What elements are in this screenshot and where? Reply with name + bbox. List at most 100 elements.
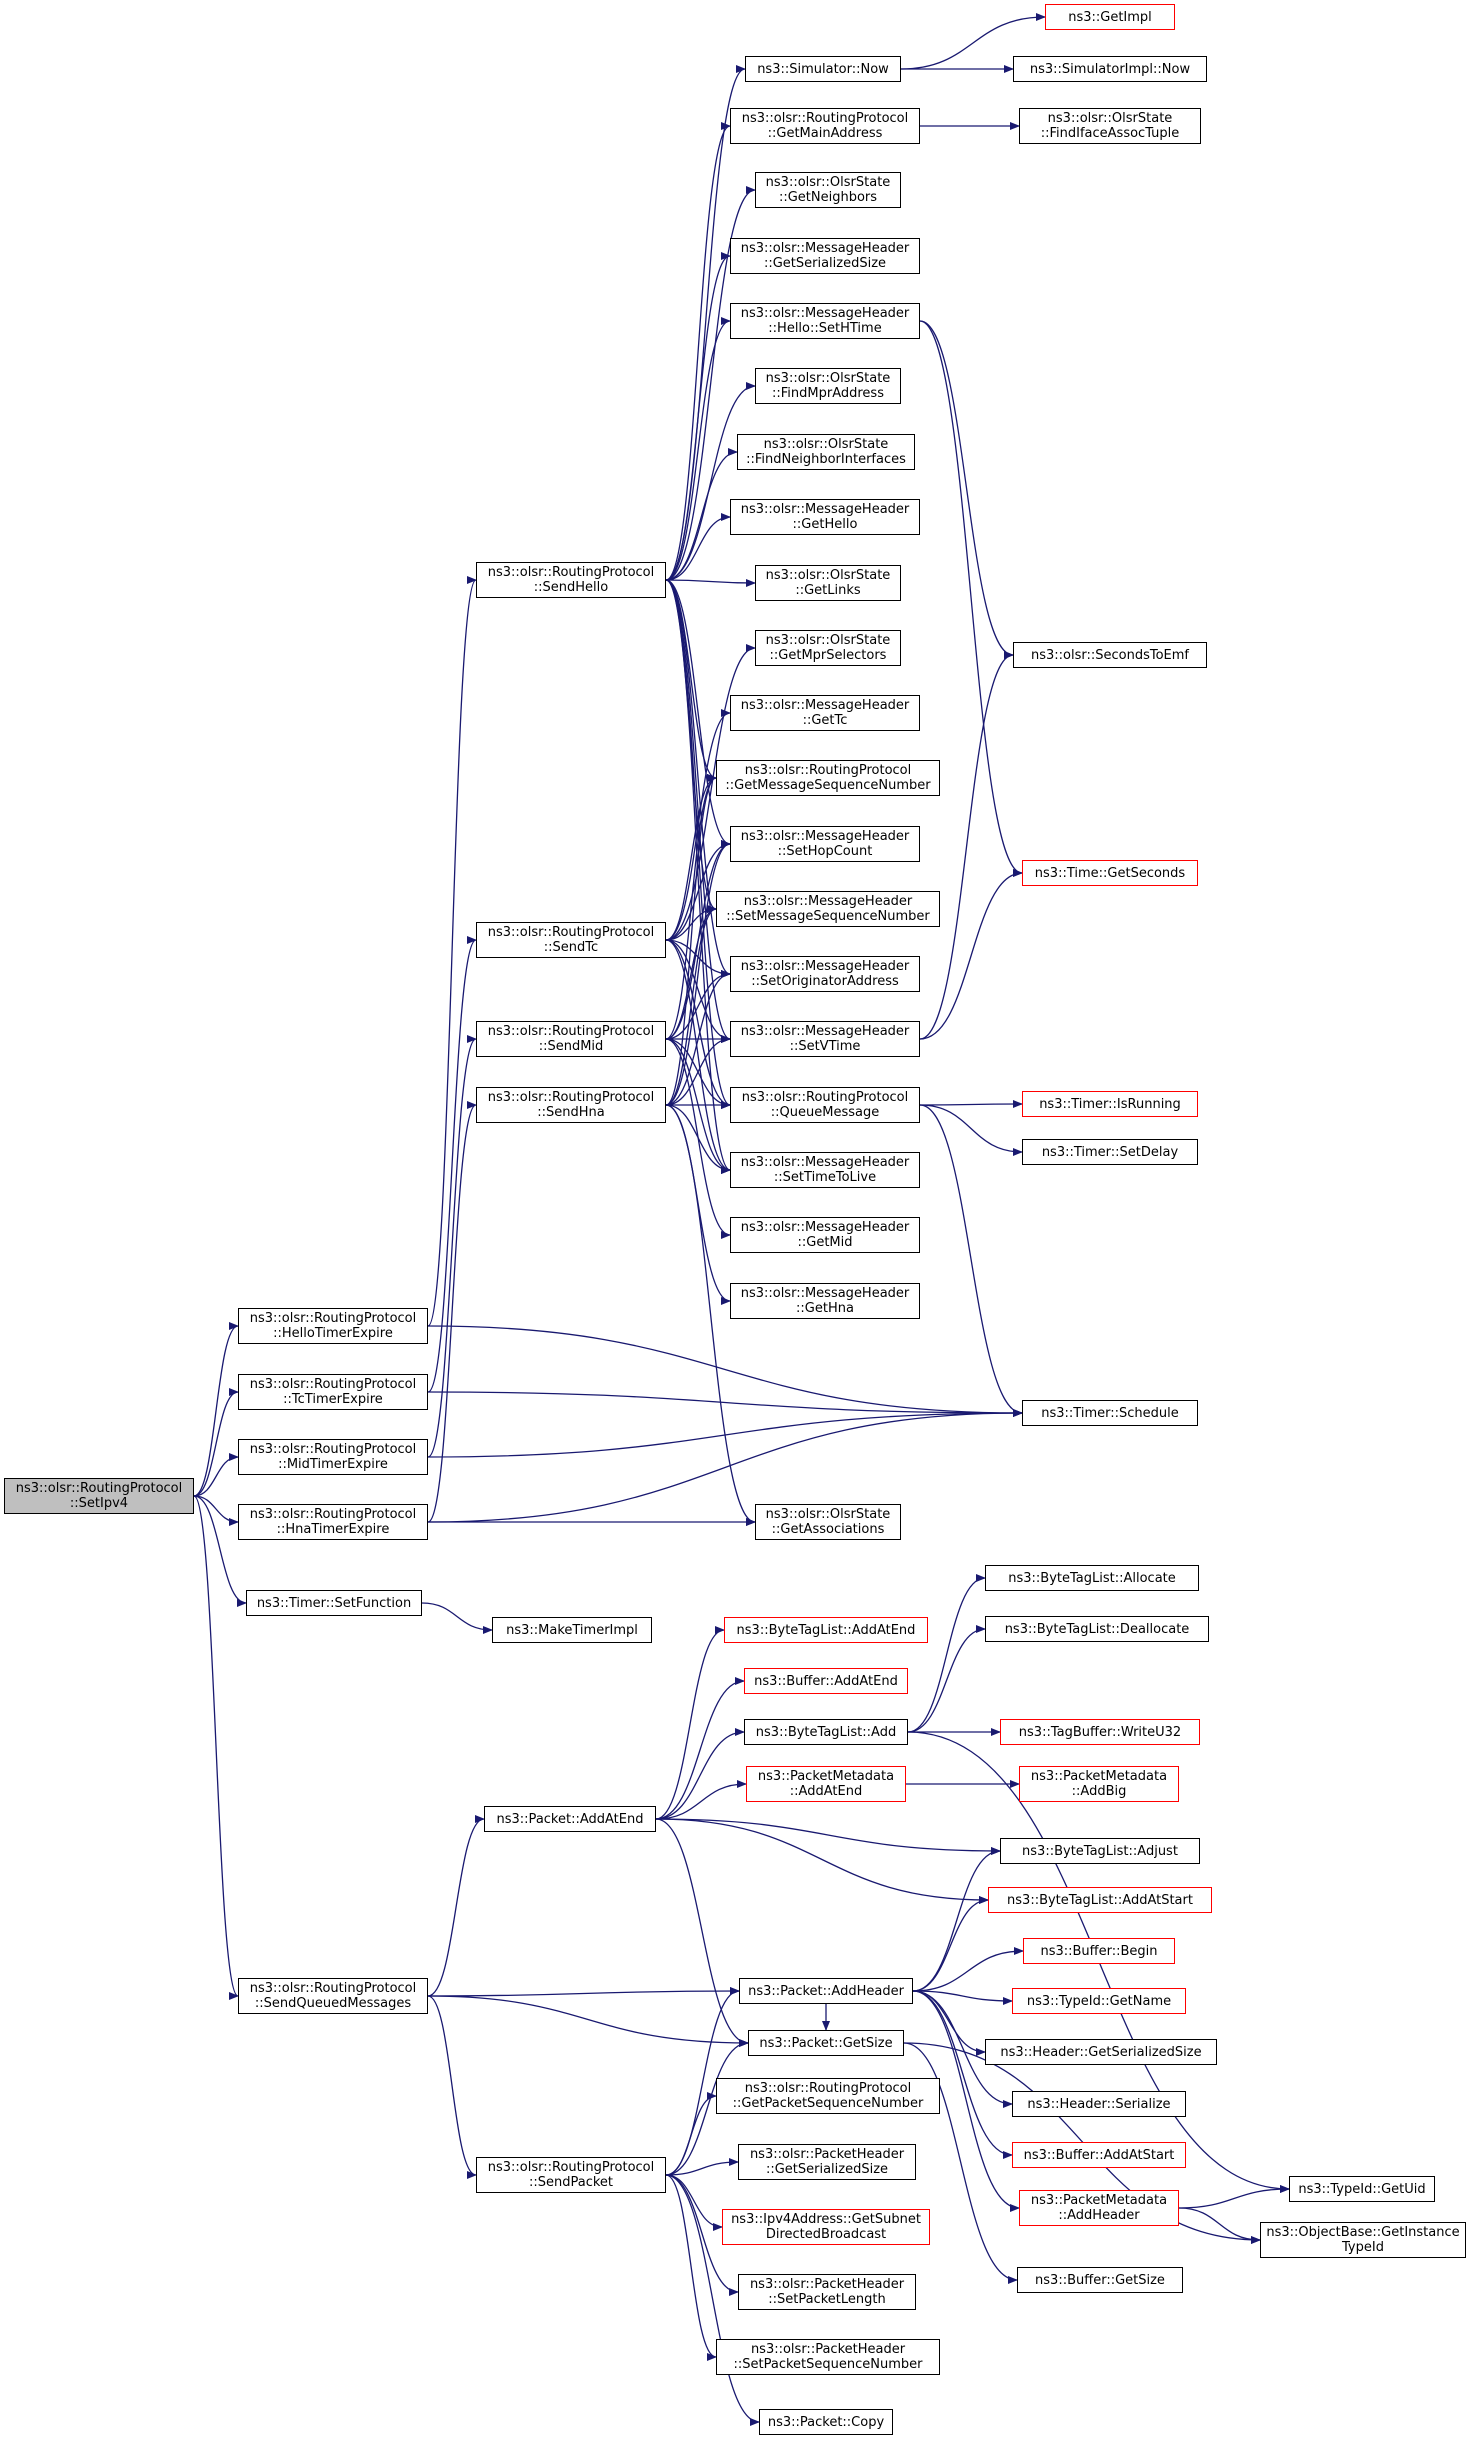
function-node-setpktlen[interactable]: ns3::olsr::PacketHeader::SetPacketLength (738, 2274, 916, 2310)
function-node-buf-getsize[interactable]: ns3::Buffer::GetSize (1017, 2267, 1183, 2293)
function-node-getassoc[interactable]: ns3::olsr::OlsrState::GetAssociations (755, 1504, 901, 1540)
function-node-findmpr[interactable]: ns3::olsr::OlsrState::FindMprAddress (755, 368, 901, 404)
function-node-getsersize[interactable]: ns3::olsr::MessageHeader::GetSerializedS… (730, 238, 920, 274)
function-node-mid-exp[interactable]: ns3::olsr::RoutingProtocol::MidTimerExpi… (238, 1439, 428, 1475)
function-node-getmsgseq[interactable]: ns3::olsr::RoutingProtocol::GetMessageSe… (716, 760, 940, 796)
function-node-bt-adjust[interactable]: ns3::ByteTagList::Adjust (1000, 1838, 1200, 1864)
function-node-sethtime[interactable]: ns3::olsr::MessageHeader::Hello::SetHTim… (730, 303, 920, 339)
function-node-hello-exp[interactable]: ns3::olsr::RoutingProtocol::HelloTimerEx… (238, 1308, 428, 1344)
function-node-label: ns3::olsr::MessageHeader (740, 698, 910, 713)
function-node-root[interactable]: ns3::olsr::RoutingProtocol::SetIpv4 (4, 1478, 194, 1514)
function-node-getmainaddr[interactable]: ns3::olsr::RoutingProtocol::GetMainAddre… (730, 108, 920, 144)
function-node-typeid-getuid[interactable]: ns3::TypeId::GetUid (1289, 2176, 1435, 2202)
function-node-setpktseq[interactable]: ns3::olsr::PacketHeader::SetPacketSequen… (716, 2339, 940, 2375)
function-node-getsize[interactable]: ns3::Packet::GetSize (748, 2030, 904, 2056)
function-node-label: ns3::olsr::MessageHeader (740, 1155, 910, 1170)
function-node-setdelay[interactable]: ns3::Timer::SetDelay (1022, 1139, 1198, 1165)
function-node-gethna[interactable]: ns3::olsr::MessageHeader::GetHna (730, 1283, 920, 1319)
edge-queuemsg-to-isrunning (919, 1100, 1023, 1109)
function-node-sendhna[interactable]: ns3::olsr::RoutingProtocol::SendHna (476, 1087, 666, 1123)
function-node-schedule[interactable]: ns3::Timer::Schedule (1022, 1400, 1198, 1426)
function-node-bt-addatend[interactable]: ns3::ByteTagList::AddAtEnd (724, 1617, 928, 1643)
edge-sendpacket-to-getpktseq (665, 2092, 717, 2176)
function-node-label: ns3::ByteTagList::AddAtStart (1007, 1892, 1193, 1908)
function-node-label: ns3::olsr::RoutingProtocol (744, 763, 912, 778)
function-node-ph-getsersize[interactable]: ns3::olsr::PacketHeader::GetSerializedSi… (738, 2144, 916, 2180)
function-node-secstoemf[interactable]: ns3::olsr::SecondsToEmf (1013, 642, 1207, 668)
function-node-sendpacket[interactable]: ns3::olsr::RoutingProtocol::SendPacket (476, 2157, 666, 2193)
function-node-hdr-getsersize[interactable]: ns3::Header::GetSerializedSize (985, 2039, 1217, 2065)
function-node-simnow[interactable]: ns3::Simulator::Now (745, 56, 901, 82)
function-node-label: ns3::olsr::OlsrState (763, 437, 889, 452)
function-node-buf-addatstart[interactable]: ns3::Buffer::AddAtStart (1012, 2142, 1186, 2168)
function-node-pktcopy[interactable]: ns3::Packet::Copy (759, 2409, 893, 2435)
function-node-findneigh[interactable]: ns3::olsr::OlsrState::FindNeighborInterf… (737, 434, 915, 470)
function-node-label: ns3::Buffer::AddAtStart (1023, 2147, 1175, 2163)
function-node-tc-exp[interactable]: ns3::olsr::RoutingProtocol::TcTimerExpir… (238, 1374, 428, 1410)
function-node-hna-exp[interactable]: ns3::olsr::RoutingProtocol::HnaTimerExpi… (238, 1504, 428, 1540)
function-node-getmprsel[interactable]: ns3::olsr::OlsrState::GetMprSelectors (755, 630, 901, 666)
function-node-label: ::SetPacketSequenceNumber (733, 2357, 923, 2372)
function-node-label: ns3::olsr::MessageHeader (740, 241, 910, 256)
function-node-gethello[interactable]: ns3::olsr::MessageHeader::GetHello (730, 499, 920, 535)
function-node-label: ::GetPacketSequenceNumber (732, 2096, 924, 2111)
function-node-setvtime[interactable]: ns3::olsr::MessageHeader::SetVTime (730, 1021, 920, 1057)
function-node-pm-addatend[interactable]: ns3::PacketMetadata::AddAtEnd (746, 1766, 906, 1802)
function-node-label: ns3::olsr::OlsrState (1047, 111, 1173, 126)
function-node-sendqueued[interactable]: ns3::olsr::RoutingProtocol::SendQueuedMe… (238, 1978, 428, 2014)
edge-hello_exp-to-schedule (427, 1325, 1023, 1417)
function-node-label: ::GetMprSelectors (769, 648, 887, 663)
edge-hello_exp-to-sendhello (427, 576, 477, 1327)
function-node-tb-write[interactable]: ns3::TagBuffer::WriteU32 (1000, 1719, 1200, 1745)
function-node-findiface[interactable]: ns3::olsr::OlsrState::FindIfaceAssocTupl… (1019, 108, 1201, 144)
function-node-label: ns3::Timer::Schedule (1041, 1405, 1179, 1421)
function-node-label: ::SetHopCount (777, 844, 873, 859)
function-node-maketimer[interactable]: ns3::MakeTimerImpl (492, 1617, 652, 1643)
function-node-isrunning[interactable]: ns3::Timer::IsRunning (1022, 1091, 1198, 1117)
function-node-bt-dealloc[interactable]: ns3::ByteTagList::Deallocate (985, 1616, 1209, 1642)
function-node-setttl[interactable]: ns3::olsr::MessageHeader::SetTimeToLive (730, 1152, 920, 1188)
function-node-buf-begin[interactable]: ns3::Buffer::Begin (1023, 1938, 1175, 1964)
edge-addheader-to-buf_begin (912, 1947, 1024, 1992)
function-node-bt-addatstart[interactable]: ns3::ByteTagList::AddAtStart (988, 1887, 1212, 1913)
function-node-sethop[interactable]: ns3::olsr::MessageHeader::SetHopCount (730, 826, 920, 862)
function-node-label: ns3::ObjectBase::GetInstance (1266, 2225, 1460, 2240)
function-node-label: ::SetTimeToLive (773, 1170, 877, 1185)
function-node-bt-allocate[interactable]: ns3::ByteTagList::Allocate (985, 1565, 1199, 1591)
function-node-sendmid[interactable]: ns3::olsr::RoutingProtocol::SendMid (476, 1021, 666, 1057)
function-node-setorig[interactable]: ns3::olsr::MessageHeader::SetOriginatorA… (730, 956, 920, 992)
edge-addheader-to-bt_addatstart (912, 1896, 989, 1992)
function-node-getneighbors[interactable]: ns3::olsr::OlsrState::GetNeighbors (755, 172, 901, 208)
function-node-pm-addheader[interactable]: ns3::PacketMetadata::AddHeader (1019, 2190, 1179, 2226)
edge-sendqueued-to-addatend (427, 1815, 485, 1997)
function-node-getmid[interactable]: ns3::olsr::MessageHeader::GetMid (730, 1217, 920, 1253)
function-node-sendtc[interactable]: ns3::olsr::RoutingProtocol::SendTc (476, 922, 666, 958)
function-node-simimplnow[interactable]: ns3::SimulatorImpl::Now (1013, 56, 1207, 82)
function-node-label: ns3::Buffer::Begin (1040, 1943, 1158, 1959)
function-node-label: ::FindNeighborInterfaces (746, 452, 906, 467)
function-node-getpktseq[interactable]: ns3::olsr::RoutingProtocol::GetPacketSeq… (716, 2078, 940, 2114)
function-node-addatend[interactable]: ns3::Packet::AddAtEnd (484, 1806, 656, 1832)
function-node-label: ::GetHna (796, 1301, 854, 1316)
function-node-setmsgseq[interactable]: ns3::olsr::MessageHeader::SetMessageSequ… (716, 891, 940, 927)
function-node-getseconds[interactable]: ns3::Time::GetSeconds (1022, 860, 1198, 886)
function-node-label: ns3::olsr::PacketHeader (750, 2342, 906, 2357)
function-node-queuemsg[interactable]: ns3::olsr::RoutingProtocol::QueueMessage (730, 1087, 920, 1123)
function-node-typeid-getname[interactable]: ns3::TypeId::GetName (1012, 1988, 1186, 2014)
function-node-getimpl[interactable]: ns3::GetImpl (1045, 4, 1175, 30)
function-node-gettc[interactable]: ns3::olsr::MessageHeader::GetTc (730, 695, 920, 731)
function-node-getlinks[interactable]: ns3::olsr::OlsrState::GetLinks (755, 565, 901, 601)
function-node-label: ns3::MakeTimerImpl (506, 1622, 638, 1638)
function-node-setfunc[interactable]: ns3::Timer::SetFunction (246, 1590, 422, 1616)
function-node-hdr-serialize[interactable]: ns3::Header::Serialize (1012, 2091, 1186, 2117)
function-node-addheader[interactable]: ns3::Packet::AddHeader (739, 1978, 913, 2004)
function-node-sendhello[interactable]: ns3::olsr::RoutingProtocol::SendHello (476, 562, 666, 598)
edge-getsize-to-objbase_gettid (903, 2042, 1261, 2244)
function-node-bt-add[interactable]: ns3::ByteTagList::Add (744, 1719, 908, 1745)
function-node-label: ns3::olsr::RoutingProtocol (249, 1311, 417, 1326)
function-node-buf-addatend[interactable]: ns3::Buffer::AddAtEnd (744, 1668, 908, 1694)
function-node-label: ns3::olsr::RoutingProtocol (487, 565, 655, 580)
function-node-pm-addbig[interactable]: ns3::PacketMetadata::AddBig (1019, 1766, 1179, 1802)
